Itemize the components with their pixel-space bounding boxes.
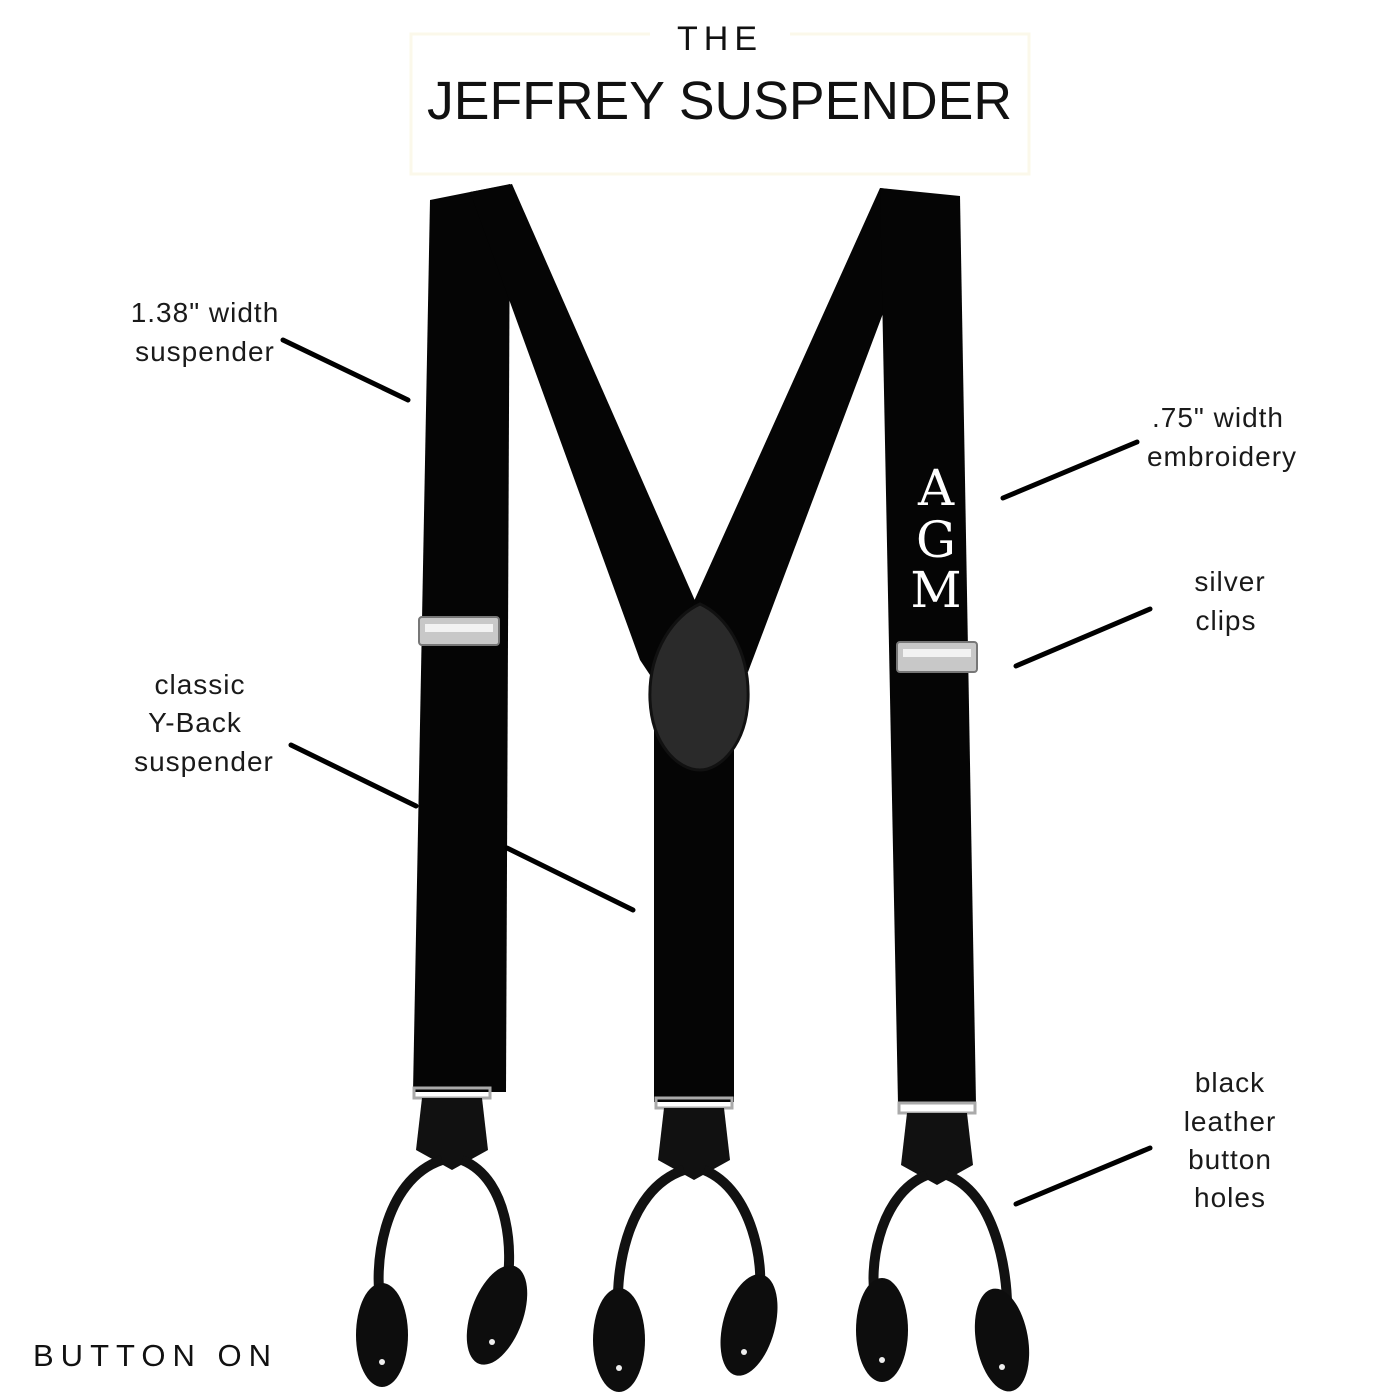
product-title: JEFFREY SUSPENDER (427, 71, 1012, 131)
callout-line: suspender (135, 336, 275, 367)
pointer-line-clips (1013, 606, 1153, 669)
pointer-line-embroidery (1000, 439, 1140, 501)
callout-line: 1.38" width (131, 297, 280, 328)
callout-line: button (1188, 1144, 1272, 1175)
leather-button-tabs (356, 1086, 1030, 1392)
button-tab-left (356, 1086, 528, 1387)
callout-line: leather (1184, 1106, 1277, 1137)
monogram-letter: G (916, 511, 956, 569)
callout-embroidery: .75" width embroidery (1147, 402, 1297, 472)
attachment-type-label: BUTTON ON (33, 1338, 278, 1373)
pointer-line-style (288, 742, 419, 809)
callout-line: black (1195, 1067, 1265, 1098)
callout-line: silver (1194, 566, 1265, 597)
callout-line: clips (1195, 605, 1256, 636)
leather-junction-patch (648, 602, 750, 772)
callout-style: classic Y-Back suspender (134, 669, 274, 777)
callout-line: Y-Back (148, 707, 242, 738)
callout-width: 1.38" width suspender (131, 297, 280, 367)
callout-line: .75" width (1152, 402, 1284, 433)
pre-title: THE (677, 20, 763, 58)
button-tab-center (593, 1096, 778, 1392)
callout-line: suspender (134, 746, 274, 777)
callout-clips: silver clips (1194, 566, 1265, 636)
pointer-line-width (280, 337, 411, 403)
callout-leather: black leather button holes (1184, 1067, 1277, 1213)
monogram-letter: A (917, 459, 955, 517)
monogram-letter: M (910, 561, 961, 619)
button-tab-right (856, 1101, 1030, 1392)
callout-line: classic (154, 669, 245, 700)
right-back-arm (690, 188, 928, 672)
callout-line: embroidery (1147, 441, 1297, 472)
pointer-line-leather (1013, 1145, 1153, 1207)
callout-line: holes (1194, 1182, 1266, 1213)
left-back-arm (470, 184, 700, 690)
pointer-line-style (504, 845, 636, 913)
